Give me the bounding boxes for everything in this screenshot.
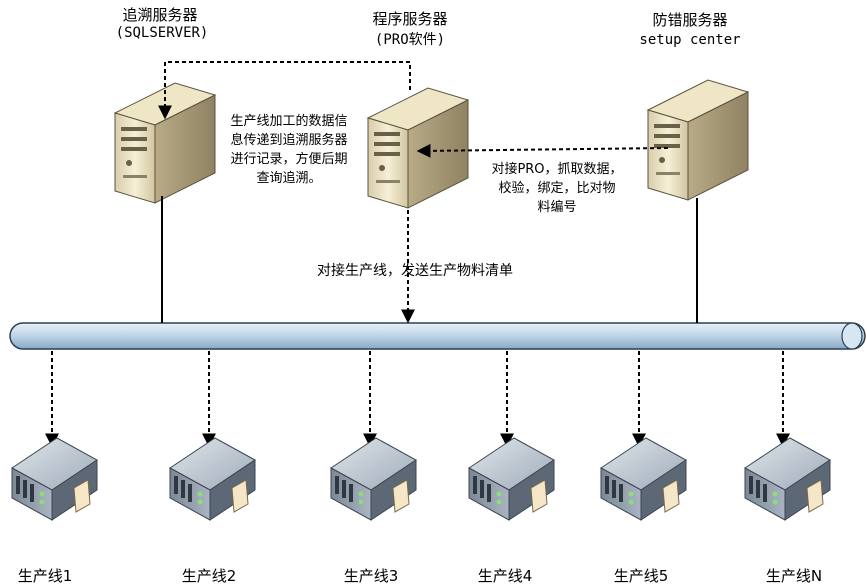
line3-label: 生产线3 — [343, 567, 399, 585]
lineN-label: 生产线N — [765, 567, 823, 585]
line4-workstation-icon — [468, 437, 555, 521]
errorproof-server-icon — [647, 79, 749, 201]
line2-workstation-icon — [169, 437, 256, 521]
program-server-subtitle: (PRO软件) — [374, 32, 446, 48]
dock-note: 对接PRO，抓取数据， 校验，绑定，比对物 料编号 — [482, 160, 632, 217]
trace-note-line3: 进行记录，方便后期 — [230, 152, 348, 167]
line2-label: 生产线2 — [181, 567, 237, 585]
network-bus — [9, 322, 866, 350]
lineN-workstation-icon — [744, 437, 831, 521]
send-note: 对接生产线，发送生产物料清单 — [317, 263, 513, 279]
line1-workstation-icon — [11, 437, 98, 521]
errorproof-server-subtitle: setup center — [639, 32, 741, 48]
line5-label: 生产线5 — [613, 567, 669, 585]
line3-workstation-icon — [330, 437, 417, 521]
trace-note: 生产线加工的数据信 息传递到追溯服务器 进行记录，方便后期 查询追溯。 — [214, 112, 364, 188]
dock-note-line2: 校验，绑定，比对物 — [498, 181, 616, 196]
line4-label: 生产线4 — [477, 567, 533, 585]
errorproof-server-title: 防错服务器 — [652, 11, 728, 29]
trace-note-line1: 生产线加工的数据信 — [230, 114, 348, 129]
program-to-trace-arrow — [158, 61, 411, 120]
program-server-title: 程序服务器 — [372, 10, 448, 28]
dock-note-line3: 料编号 — [537, 200, 577, 215]
trace-server-title: 追溯服务器 — [122, 6, 198, 24]
program-server-icon — [367, 87, 469, 209]
trace-note-line2: 息传递到追溯服务器 — [230, 133, 348, 148]
trace-server-subtitle: (SQLSERVER) — [115, 25, 209, 41]
line1-label: 生产线1 — [17, 567, 73, 585]
trace-note-line4: 查询追溯。 — [256, 171, 322, 186]
dock-note-line1: 对接PRO，抓取数据， — [491, 162, 623, 177]
line5-workstation-icon — [600, 437, 687, 521]
